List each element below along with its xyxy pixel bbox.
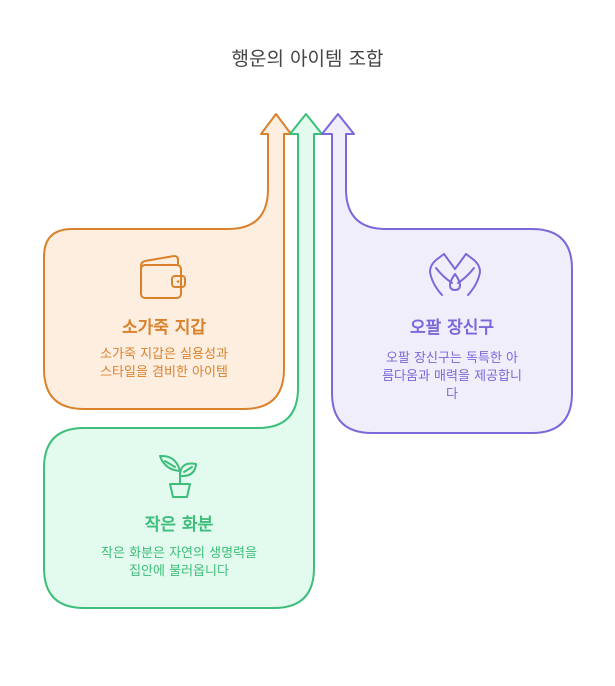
jewelry-hands-icon <box>429 253 481 296</box>
jewelry-description-line: 오팔 장신구는 독특한 아 <box>386 351 518 366</box>
jewelry-description: 오팔 장신구는 독특한 아 름다움과 매력을 제공합니 다 <box>352 350 552 404</box>
jewelry-description-line: 름다움과 매력을 제공합니 <box>382 369 522 384</box>
jewelry-description-line: 다 <box>446 387 458 402</box>
jewelry-arrow-card <box>321 113 573 434</box>
wallet-description: 소가죽 지갑은 실용성과 스타일을 겸비한 아이템 <box>44 346 284 382</box>
plant-description: 작은 화분은 자연의 생명력을 집안에 불러옵니다 <box>44 545 314 581</box>
plant-description-line: 작은 화분은 자연의 생명력을 <box>101 546 257 561</box>
plant-arrow-card <box>43 113 323 609</box>
wallet-icon <box>140 255 186 299</box>
diagram-title: 행운의 아이템 조합 <box>231 48 384 70</box>
wallet-heading: 소가죽 지갑 <box>121 318 207 338</box>
wallet-arrow-card <box>43 113 292 410</box>
jewelry-heading: 오팔 장신구 <box>409 318 495 338</box>
plant-pot-icon <box>159 454 197 498</box>
plant-heading: 작은 화분 <box>144 515 214 535</box>
plant-description-line: 집안에 불러옵니다 <box>129 564 229 579</box>
wallet-description-line: 소가죽 지갑은 실용성과 <box>100 347 228 362</box>
wallet-description-line: 스타일을 겸비한 아이템 <box>100 365 228 380</box>
